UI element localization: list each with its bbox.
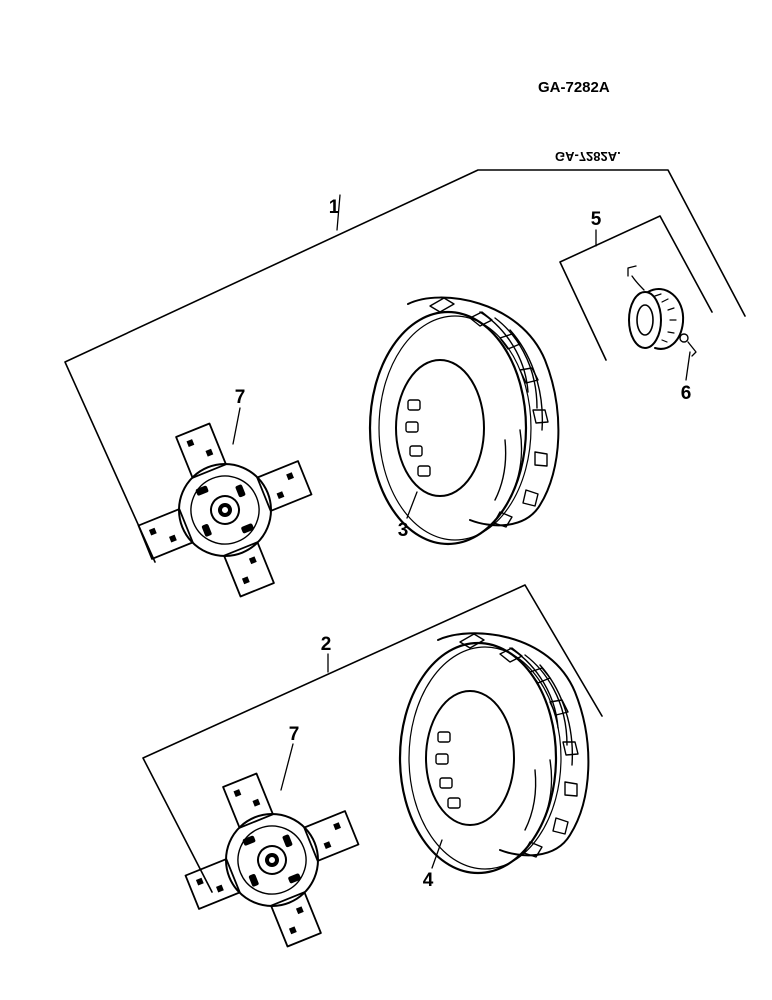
clutch-disc-7-lower <box>184 772 360 948</box>
leader-lines <box>232 351 691 869</box>
pressure-plate-assembly-4 <box>398 632 590 875</box>
clutch-disc-7-upper <box>137 422 313 598</box>
release-bearing-6 <box>627 265 697 357</box>
callout-1: 1 <box>329 197 340 218</box>
callout-3: 3 <box>398 520 409 541</box>
bracket-group-2 <box>142 584 603 893</box>
callout-5: 5 <box>591 209 602 230</box>
callout-2: 2 <box>321 634 332 655</box>
callout-6: 6 <box>681 383 692 404</box>
bracket-group-5 <box>559 215 713 361</box>
bracket-group-1 <box>64 169 746 563</box>
callout-4: 4 <box>423 870 434 891</box>
drawing-number: GA-7282A <box>538 79 610 96</box>
callout-7-lower: 7 <box>289 724 300 745</box>
callout-7-upper: 7 <box>235 387 246 408</box>
mirrored-drawing-stamp: GA-7282A. <box>555 149 621 164</box>
pressure-plate-assembly-3 <box>368 296 560 546</box>
